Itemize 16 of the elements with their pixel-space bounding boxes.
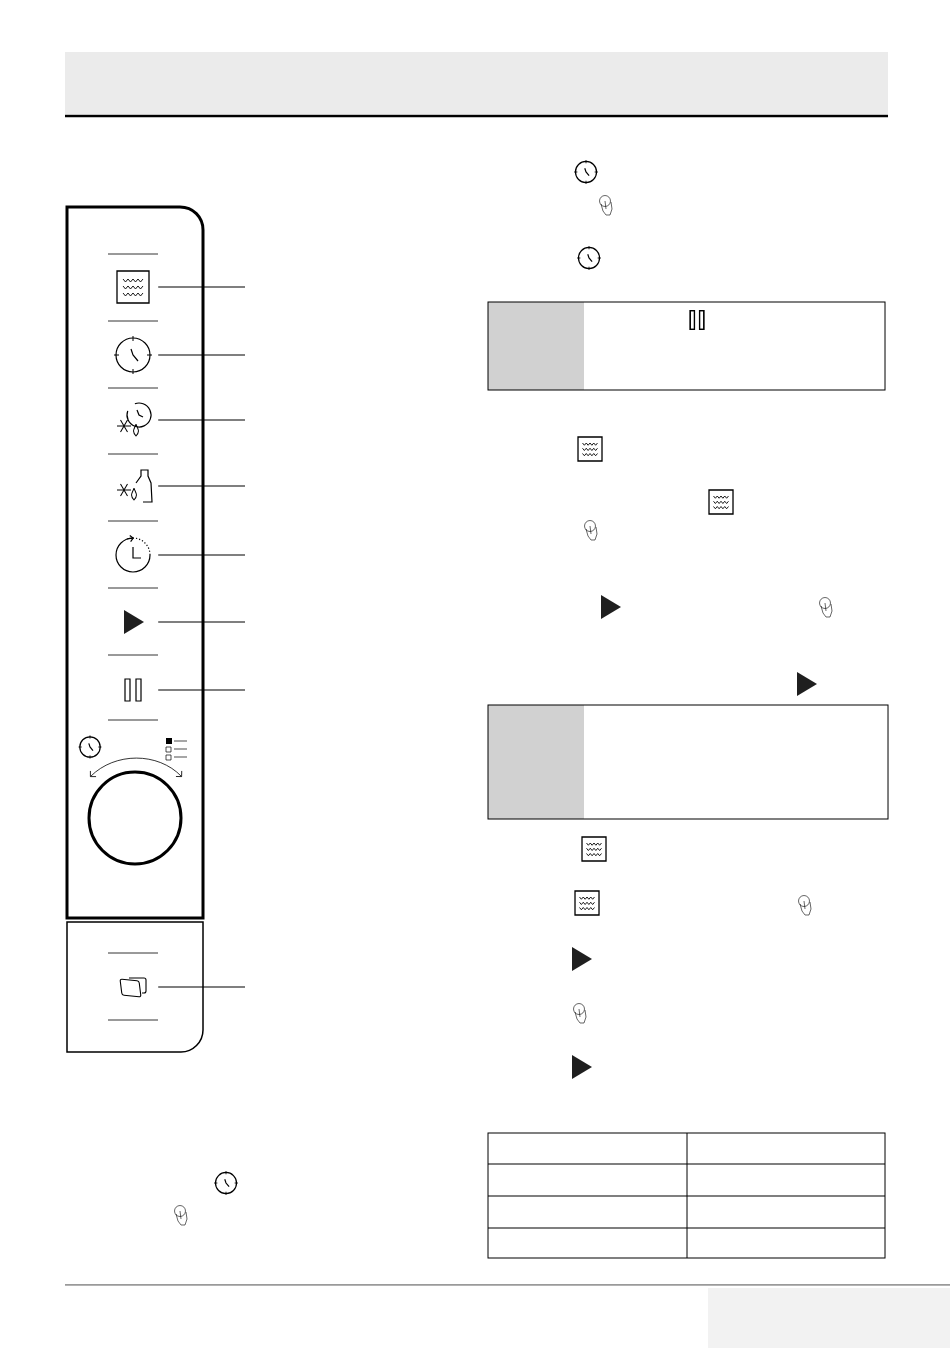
leader-line bbox=[157, 419, 246, 421]
waves-button bbox=[116, 270, 150, 304]
leader-line bbox=[157, 554, 246, 556]
weight-button bbox=[116, 469, 153, 503]
leader-line bbox=[157, 485, 246, 487]
clock-button bbox=[113, 335, 153, 375]
leader-line bbox=[157, 286, 246, 288]
leader-line bbox=[157, 621, 246, 623]
leader-line bbox=[157, 986, 246, 988]
leader-line bbox=[157, 689, 246, 691]
play-button bbox=[124, 610, 144, 634]
timer-button bbox=[115, 535, 151, 573]
defrost-button bbox=[116, 402, 152, 437]
pause-button bbox=[124, 678, 142, 702]
door-button bbox=[119, 977, 147, 998]
leader-line bbox=[157, 354, 246, 356]
